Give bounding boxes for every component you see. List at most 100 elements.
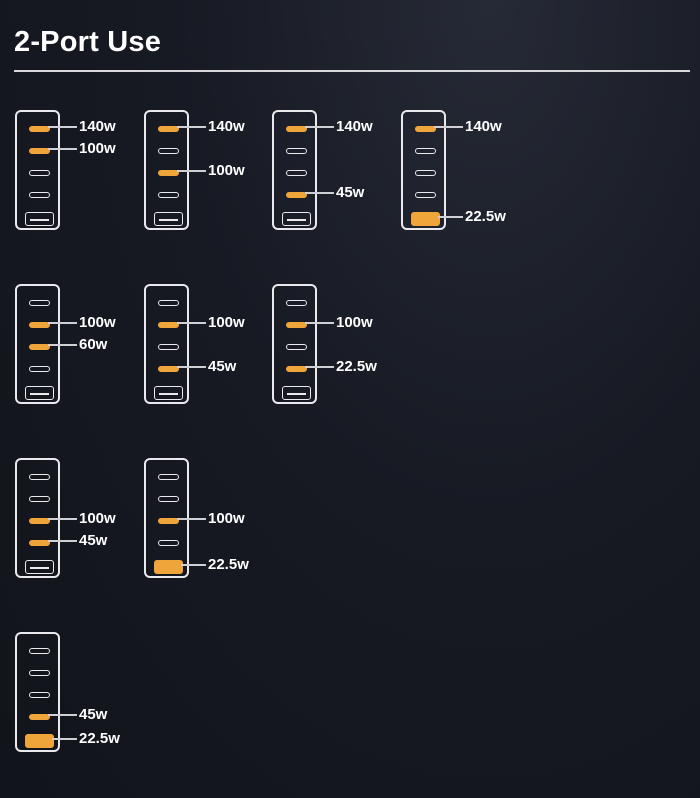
usb-c-port-3-active: [29, 518, 50, 524]
wattage-label: 100w: [336, 314, 373, 331]
wattage-label: 140w: [79, 118, 116, 135]
usb-c-port-1: [158, 300, 179, 306]
usb-c-port-4-active: [29, 540, 50, 546]
charger-3: [272, 110, 317, 230]
usb-c-port-2-active: [29, 322, 50, 328]
wattage-label: 22.5w: [208, 556, 249, 573]
usb-c-port-2: [158, 148, 179, 154]
usb-c-port-3: [286, 344, 307, 350]
usb-a-port-active: [25, 734, 54, 748]
wattage-label: 60w: [79, 336, 108, 353]
usb-c-port-1: [286, 300, 307, 306]
usb-c-port-2: [415, 148, 436, 154]
usb-a-port: [25, 212, 54, 226]
wattage-label: 140w: [465, 118, 502, 135]
usb-c-port-2: [29, 670, 50, 676]
usb-c-port-4-active: [158, 366, 179, 372]
leader-line: [48, 518, 77, 520]
usb-c-port-3: [29, 692, 50, 698]
leader-line: [48, 148, 77, 150]
title-divider: [14, 70, 690, 72]
usb-c-port-2: [29, 496, 50, 502]
usb-c-port-4: [415, 192, 436, 198]
leader-line: [48, 714, 77, 716]
wattage-label: 140w: [336, 118, 373, 135]
usb-c-port-1: [29, 300, 50, 306]
leader-line: [305, 322, 334, 324]
usb-c-port-4-active: [286, 192, 307, 198]
usb-a-port: [154, 212, 183, 226]
charger-9: [144, 458, 189, 578]
usb-c-port-4: [29, 366, 50, 372]
usb-c-port-3: [415, 170, 436, 176]
usb-c-port-3-active: [158, 170, 179, 176]
usb-a-slot: [287, 219, 306, 221]
charger-6: [144, 284, 189, 404]
leader-line: [177, 322, 206, 324]
usb-a-slot: [159, 219, 178, 221]
usb-a-port: [25, 560, 54, 574]
charger-1: [15, 110, 60, 230]
page-title: 2-Port Use: [14, 26, 162, 58]
usb-a-slot: [30, 393, 49, 395]
usb-a-slot: [287, 393, 306, 395]
usb-c-port-3-active: [29, 344, 50, 350]
usb-a-port: [25, 386, 54, 400]
usb-a-port: [282, 212, 311, 226]
usb-c-port-1: [158, 474, 179, 480]
wattage-label: 22.5w: [79, 730, 120, 747]
wattage-label: 100w: [79, 510, 116, 527]
leader-line: [181, 564, 206, 566]
leader-line: [48, 322, 77, 324]
leader-line: [177, 126, 206, 128]
usb-c-port-4: [29, 192, 50, 198]
charger-4: [401, 110, 446, 230]
charger-5: [15, 284, 60, 404]
usb-c-port-3: [286, 170, 307, 176]
leader-line: [177, 170, 206, 172]
wattage-label: 45w: [79, 532, 108, 549]
wattage-label: 100w: [208, 314, 245, 331]
usb-c-port-3-active: [158, 518, 179, 524]
wattage-label: 140w: [208, 118, 245, 135]
usb-c-port-3: [29, 170, 50, 176]
charger-2: [144, 110, 189, 230]
leader-line: [305, 126, 334, 128]
wattage-label: 100w: [79, 140, 116, 157]
charger-10: [15, 632, 60, 752]
usb-a-slot: [30, 219, 49, 221]
wattage-label: 45w: [336, 184, 365, 201]
usb-a-port: [282, 386, 311, 400]
leader-line: [305, 192, 334, 194]
wattage-label: 100w: [208, 510, 245, 527]
usb-c-port-2-active: [286, 322, 307, 328]
wattage-label: 22.5w: [465, 208, 506, 225]
usb-c-port-1-active: [158, 126, 179, 132]
usb-c-port-2: [158, 496, 179, 502]
usb-c-port-4-active: [286, 366, 307, 372]
leader-line: [48, 344, 77, 346]
leader-line: [305, 366, 334, 368]
leader-line: [48, 126, 77, 128]
usb-c-port-1-active: [415, 126, 436, 132]
wattage-label: 100w: [79, 314, 116, 331]
usb-c-port-1: [29, 648, 50, 654]
leader-line: [434, 126, 463, 128]
usb-c-port-4-active: [29, 714, 50, 720]
usb-a-slot: [159, 393, 178, 395]
usb-a-port-active: [411, 212, 440, 226]
usb-c-port-1-active: [29, 126, 50, 132]
leader-line: [438, 216, 463, 218]
usb-a-port: [154, 386, 183, 400]
usb-c-port-2-active: [29, 148, 50, 154]
usb-c-port-2: [286, 148, 307, 154]
leader-line: [177, 366, 206, 368]
wattage-label: 45w: [208, 358, 237, 375]
usb-c-port-3: [158, 344, 179, 350]
usb-c-port-4: [158, 540, 179, 546]
usb-a-port-active: [154, 560, 183, 574]
usb-c-port-1: [29, 474, 50, 480]
usb-c-port-1-active: [286, 126, 307, 132]
wattage-label: 45w: [79, 706, 108, 723]
leader-line: [48, 540, 77, 542]
